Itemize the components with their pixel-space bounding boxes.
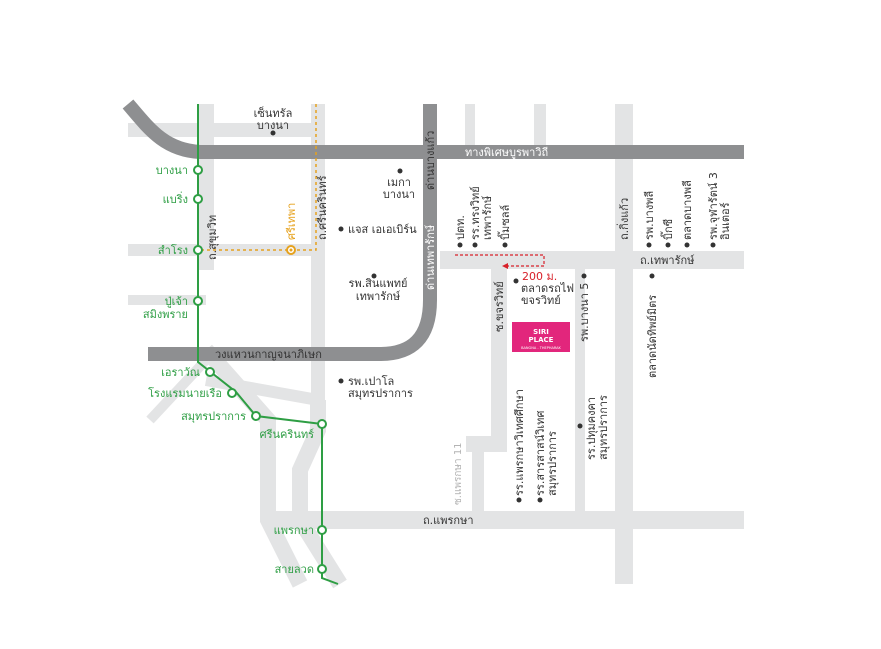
svg-text:สมุทรปราการ: สมุทรปราการ: [348, 387, 413, 400]
svg-text:บางนา: บางนา: [383, 188, 415, 201]
svg-text:บางนา: บางนา: [257, 119, 289, 132]
svg-text:เซ็นทรัล: เซ็นทรัล: [254, 106, 293, 120]
svg-text:รพ.เปาโล: รพ.เปาโล: [348, 374, 394, 388]
svg-text:รร.ทรงวิทย์: รร.ทรงวิทย์: [469, 186, 482, 240]
poi-bangphli-hosp: รพ.บางพลี: [643, 191, 656, 248]
label-ring-road: วงแหวนกาญจนาภิเษก: [215, 348, 322, 361]
label-theparak: ถ.เทพารักษ์: [640, 254, 695, 267]
svg-text:สำโรง: สำโรง: [158, 243, 188, 257]
svg-text:บิ๊มซลล์: บิ๊มซลล์: [497, 205, 512, 240]
svg-text:รร.สารสาสน์วิเทศ: รร.สารสาสน์วิเทศ: [534, 411, 547, 496]
station-sailuat: สายลวด: [275, 563, 327, 576]
label-sukhumvit: ถ.สุขุมวิท: [206, 215, 219, 260]
svg-text:ตลาดรถไฟ: ตลาดรถไฟ: [521, 282, 574, 295]
poi-gas-airbin: แจส เอเอเบิร์น: [338, 223, 417, 236]
poi-bigc: บิ๊มซลล์: [497, 205, 512, 248]
svg-text:BANGNA - THEPHARAK: BANGNA - THEPHARAK: [521, 346, 561, 350]
poi-mega-bangna: เมกา บางนา: [383, 168, 415, 201]
destination-route: 200 ม.: [455, 254, 557, 283]
poi-bangna5-hosp: รพ.บางนา 5: [578, 273, 591, 342]
svg-text:สายลวด: สายลวด: [275, 563, 314, 576]
poi-songwit: รร.ทรงวิทย์ เทพารักษ์: [469, 186, 494, 248]
svg-text:รร.ปทุมคงคา: รร.ปทุมคงคา: [585, 397, 598, 460]
svg-text:ขจรวิทย์: ขจรวิทย์: [521, 294, 561, 307]
station-srinakarin: ศรีนครินทร์: [260, 419, 327, 441]
svg-text:SIRI: SIRI: [533, 328, 549, 336]
svg-text:แจส เอเอเบิร์น: แจส เอเอเบิร์น: [348, 223, 417, 236]
svg-text:ปู่เจ้า: ปู่เจ้า: [165, 295, 188, 308]
svg-text:รพ.บางพลี: รพ.บางพลี: [643, 191, 656, 240]
svg-text:สมุทรปราการ: สมุทรปราการ: [181, 410, 246, 423]
station-pu-chao: ปู่เจ้า สมิงพราย: [143, 295, 203, 321]
svg-text:รพ.จุฬารัตน์ 3: รพ.จุฬารัตน์ 3: [707, 172, 720, 240]
label-debaratana: ด่านเทพารักษ์: [424, 225, 437, 290]
road-srinakarin-lower: [292, 400, 347, 589]
svg-text:เทพารักษ์: เทพารักษ์: [481, 195, 494, 240]
label-soi-phraeksa11: ซ.แพรกษา 11: [453, 442, 464, 505]
poi-paolo: รพ.เปาโล สมุทรปราการ: [338, 374, 413, 400]
svg-text:บางนา: บางนา: [156, 164, 188, 177]
svg-text:สมิงพราย: สมิงพราย: [143, 308, 188, 321]
svg-text:แบริ่ง: แบริ่ง: [163, 191, 188, 206]
svg-text:สมุทรปราการ: สมุทรปราการ: [597, 395, 610, 460]
svg-text:แพรกษา: แพรกษา: [274, 524, 314, 537]
poi-chularat3: รพ.จุฬารัตน์ 3 อินเตอร์: [707, 172, 732, 248]
yellow-line-track: [198, 104, 317, 251]
road-diag2: [146, 356, 210, 424]
label-soi-khongwit: ซ.ขจรวิทย์: [493, 281, 506, 332]
green-stations: บางนา แบริ่ง สำโรง ปู่เจ้า สมิงพราย เอรา…: [143, 164, 327, 576]
project-logo[interactable]: SIRI PLACE BANGNA - THEPHARAK: [512, 322, 570, 352]
poi-market-piyamit: ตลาดนัดทิพย์มิตร: [646, 273, 659, 378]
poi-samitivej: รพ.สินแพทย์ เทพารักษ์: [349, 273, 408, 303]
svg-text:เทพารักษ์: เทพารักษ์: [356, 290, 401, 303]
distance-label: 200 ม.: [522, 270, 557, 283]
svg-text:อินเตอร์: อินเตอร์: [719, 202, 732, 240]
svg-text:บิ๊กซี: บิ๊กซี: [660, 218, 675, 240]
label-srithepha: ศรีเทพา: [285, 203, 298, 240]
svg-text:ตลาดบางพลี: ตลาดบางพลี: [681, 180, 694, 240]
label-kingkaew: ถ.กิ่งแก้ว: [616, 198, 631, 240]
places: เซ็นทรัล บางนา เมกา บางนา แจส เอเอเบิร์น…: [254, 106, 732, 503]
svg-text:สมุทรปราการ: สมุทรปราการ: [546, 431, 559, 496]
svg-text:เอราวัณ: เอราวัณ: [161, 366, 200, 379]
station-bearing: แบริ่ง: [163, 191, 203, 206]
svg-text:รร.แพรกษาวิเทศศึกษา: รร.แพรกษาวิเทศศึกษา: [513, 389, 526, 496]
station-phraeksa: แพรกษา: [274, 524, 327, 537]
ring-road: [148, 104, 437, 361]
poi-bigc2: บิ๊กซี: [660, 218, 675, 248]
station-samutprakan: สมุทรปราการ: [181, 410, 261, 423]
svg-text:รพ.บางนา 5: รพ.บางนา 5: [578, 283, 591, 342]
poi-samsen-school: รร.สารสาสน์วิเทศ สมุทรปราการ: [534, 411, 559, 503]
poi-pakkret-school: รร.ปทุมคงคา สมุทรปราการ: [577, 395, 610, 460]
svg-text:รพ.สินแพทย์: รพ.สินแพทย์: [349, 277, 408, 290]
svg-text:PLACE: PLACE: [529, 336, 554, 344]
poi-bangphli-market: ตลาดบางพลี: [681, 180, 694, 248]
label-expressway: ทางพิเศษบูรพาวิถี: [465, 146, 548, 159]
svg-text:โรงแรมนายเรือ: โรงแรมนายเรือ: [148, 386, 222, 400]
label-bangkaew: ด่านบางแก้ว: [424, 131, 437, 190]
station-bangna: บางนา: [156, 164, 203, 177]
yellow-line: [198, 104, 317, 255]
svg-text:ตลาดนัดทิพย์มิตร: ตลาดนัดทิพย์มิตร: [646, 295, 659, 378]
poi-ptt: ปตท.: [454, 215, 467, 248]
svg-text:เมกา: เมกา: [387, 176, 411, 189]
station-erawan: เอราวัณ: [161, 366, 215, 379]
station-samrong: สำโรง: [158, 243, 203, 257]
poi-central-bangna: เซ็นทรัล บางนา: [254, 106, 293, 136]
road-junction-link: [204, 374, 320, 406]
svg-text:ศรีนครินทร์: ศรีนครินทร์: [260, 428, 314, 441]
label-srinakarin: ถ.ศรีนครินทร์: [316, 175, 329, 240]
poi-market-khongwit: ตลาดรถไฟ ขจรวิทย์: [513, 278, 574, 307]
station-naval-hotel: โรงแรมนายเรือ: [148, 386, 237, 400]
poi-phraeksa-tech: รร.แพรกษาวิเทศศึกษา: [513, 389, 526, 503]
svg-text:ปตท.: ปตท.: [454, 215, 467, 240]
label-phraeksa: ถ.แพรกษา: [423, 514, 474, 527]
minor-roads: [128, 104, 744, 589]
